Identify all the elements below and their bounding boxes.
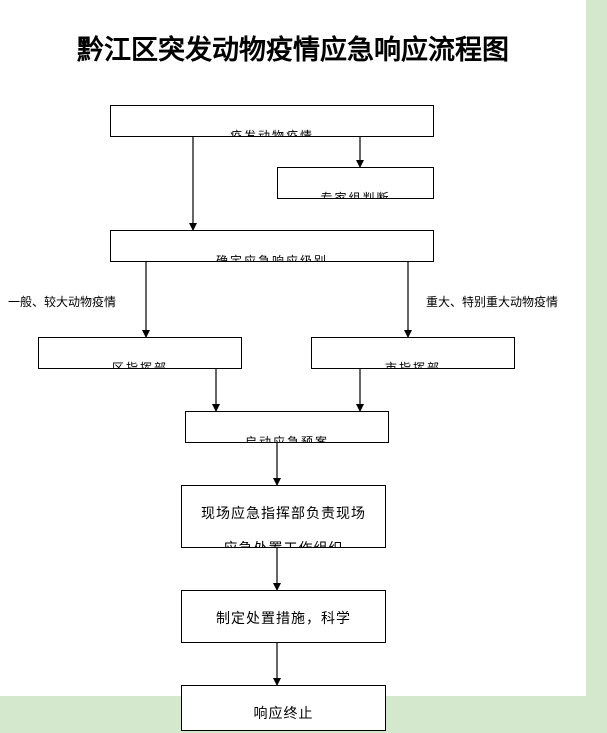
node-onsite-command: 现场应急指挥部负责现场 应急处置工作组织 [181, 485, 386, 548]
node-district-command: 区指挥部 [38, 337, 242, 369]
node-expert: 专家组判断 [277, 167, 434, 199]
node-report: 疫发动物疫情 [110, 105, 434, 137]
node-start-plan: 启动应急预案 [185, 411, 389, 443]
document-page: 黔江区突发动物疫情应急响应流程图 疫发动物疫情 专家组判断 确定应急响应级别 一… [0, 0, 586, 731]
branch-label-left: 一般、较大动物疫情 [8, 295, 117, 309]
page-title: 黔江区突发动物疫情应急响应流程图 [77, 35, 509, 66]
node-measures: 制定处置措施，科学 [181, 590, 386, 643]
flow-connectors [142, 137, 412, 686]
node-response-end: 响应终止 [181, 685, 386, 731]
node-city-command: 市指挥部 [311, 337, 515, 369]
node-response-level: 确定应急响应级别 [110, 230, 434, 262]
branch-label-right: 重大、特别重大动物疫情 [426, 295, 559, 309]
